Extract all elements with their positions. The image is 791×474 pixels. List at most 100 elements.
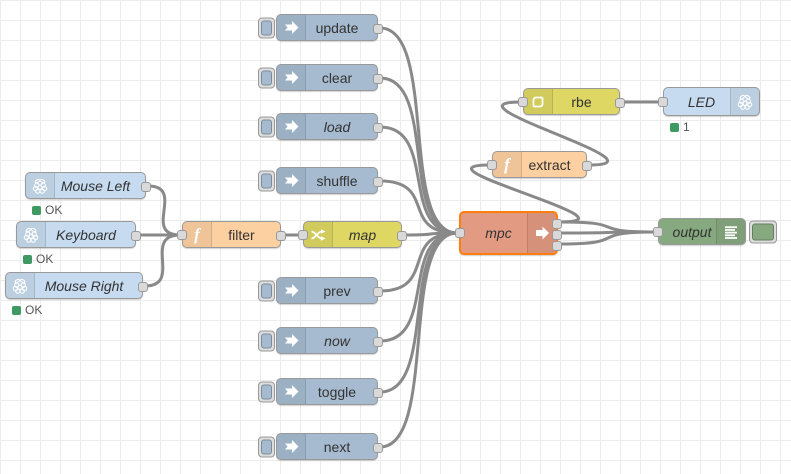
- inject-arrow-icon: [277, 114, 306, 139]
- output-port[interactable]: [373, 387, 383, 398]
- wire[interactable]: [378, 231, 459, 449]
- input-port[interactable]: [487, 159, 497, 170]
- node-label: Mouse Right: [44, 277, 124, 294]
- node-inject-clear[interactable]: clear: [258, 64, 383, 91]
- inject-arrow-icon: [277, 434, 306, 459]
- input-port[interactable]: [653, 226, 663, 237]
- output-port[interactable]: [276, 230, 286, 241]
- node-label: extract: [528, 156, 571, 173]
- inject-arrow-icon: [277, 328, 306, 353]
- node-label: shuffle: [316, 172, 358, 189]
- wire[interactable]: [378, 76, 459, 235]
- output-port[interactable]: [582, 160, 592, 171]
- status-text: OK: [25, 303, 43, 317]
- node-status: OK: [12, 303, 42, 317]
- button-inner: [261, 119, 272, 134]
- node-led[interactable]: LED: [658, 87, 760, 116]
- input-port[interactable]: [298, 229, 308, 240]
- status-text: OK: [36, 252, 54, 266]
- inject-button[interactable]: [258, 381, 275, 402]
- input-port[interactable]: [518, 96, 528, 107]
- node-inject-toggle[interactable]: toggle: [258, 378, 383, 405]
- node-mpc[interactable]: mpc: [455, 211, 562, 255]
- input-port[interactable]: [658, 96, 668, 107]
- inject-button[interactable]: [258, 116, 275, 137]
- output-port[interactable]: [373, 286, 383, 297]
- wire[interactable]: [470, 163, 580, 224]
- output-port[interactable]: [552, 219, 562, 229]
- raspberry-icon: [26, 173, 55, 198]
- inject-arrow-icon: [277, 379, 306, 404]
- output-port[interactable]: [373, 176, 383, 187]
- output-port[interactable]: [138, 281, 148, 292]
- button-inner: [261, 384, 272, 399]
- input-port[interactable]: [455, 228, 465, 238]
- inject-arrow-icon: [277, 168, 306, 193]
- inject-button[interactable]: [258, 436, 275, 457]
- status-dot: [670, 122, 679, 132]
- wire[interactable]: [558, 230, 658, 246]
- output-port[interactable]: [131, 230, 141, 241]
- output-port[interactable]: [615, 97, 625, 108]
- inject-arrow-icon: [277, 65, 306, 90]
- input-port[interactable]: [177, 229, 187, 240]
- node-label: mpc: [485, 225, 512, 241]
- node-label: toggle: [317, 383, 357, 400]
- node-label: clear: [321, 69, 353, 86]
- node-inject-now[interactable]: now: [258, 327, 383, 354]
- output-port[interactable]: [552, 241, 562, 251]
- node-mouse-left[interactable]: Mouse Left: [25, 172, 151, 199]
- node-status: OK: [23, 252, 53, 266]
- node-map[interactable]: map: [298, 221, 407, 248]
- inject-button[interactable]: [258, 170, 275, 191]
- wire[interactable]: [378, 125, 459, 235]
- node-inject-next[interactable]: next: [258, 433, 383, 460]
- button-inner: [261, 20, 272, 35]
- node-rbe[interactable]: rbe: [518, 88, 625, 115]
- output-port[interactable]: [373, 23, 383, 34]
- node-label: now: [324, 332, 350, 349]
- node-inject-update[interactable]: update: [258, 14, 383, 41]
- output-port[interactable]: [373, 442, 383, 453]
- status-dot: [23, 254, 32, 264]
- node-label: map: [348, 226, 377, 243]
- button-inner: [261, 173, 272, 188]
- node-label: LED: [687, 93, 716, 110]
- output-port[interactable]: [397, 230, 407, 241]
- output-port[interactable]: [373, 73, 383, 84]
- wire[interactable]: [558, 220, 658, 234]
- output-port[interactable]: [552, 230, 562, 240]
- inject-button[interactable]: [258, 17, 275, 38]
- wire[interactable]: [500, 100, 610, 167]
- debug-toggle-button[interactable]: [749, 220, 777, 243]
- node-label: load: [323, 118, 351, 135]
- status-text: OK: [45, 203, 63, 217]
- wire[interactable]: [146, 184, 182, 237]
- inject-button[interactable]: [258, 330, 275, 351]
- node-inject-load[interactable]: load: [258, 113, 383, 140]
- node-label: Keyboard: [56, 226, 116, 243]
- node-label: next: [323, 438, 351, 455]
- wire[interactable]: [378, 26, 459, 235]
- node-label: output: [672, 223, 712, 240]
- node-inject-prev[interactable]: prev: [258, 277, 383, 304]
- wire[interactable]: [378, 231, 459, 394]
- node-inject-shuffle[interactable]: shuffle: [258, 167, 383, 194]
- node-label: filter: [228, 226, 255, 243]
- inject-button[interactable]: [258, 67, 275, 88]
- output-port[interactable]: [141, 181, 151, 192]
- output-port[interactable]: [373, 122, 383, 133]
- raspberry-icon: [6, 273, 35, 298]
- wire[interactable]: [378, 231, 459, 343]
- inject-button[interactable]: [258, 280, 275, 301]
- node-mouse-right[interactable]: Mouse Right: [5, 272, 148, 299]
- node-output[interactable]: output: [653, 218, 777, 245]
- node-keyboard[interactable]: Keyboard: [16, 221, 141, 248]
- wire[interactable]: [378, 179, 459, 235]
- button-inner: [752, 223, 774, 240]
- output-port[interactable]: [373, 336, 383, 347]
- wire[interactable]: [143, 233, 182, 288]
